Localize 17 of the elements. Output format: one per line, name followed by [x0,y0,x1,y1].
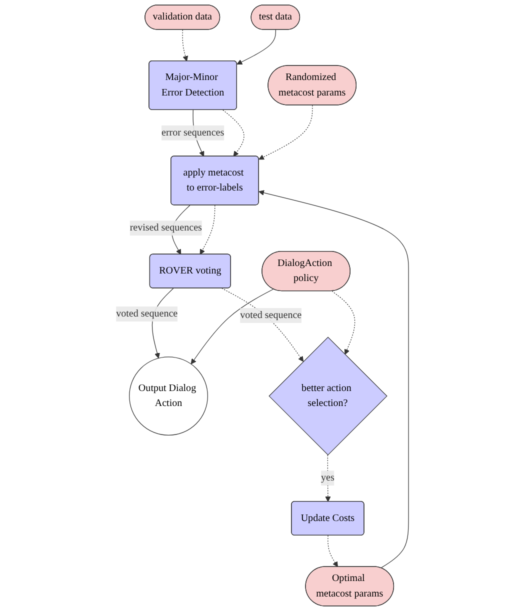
arrow [182,29,188,62]
edge-label: voted sequence [116,308,178,319]
node-circle: Output Dialog Action [128,356,208,436]
arrow [327,535,338,568]
arrow [221,288,304,362]
arrow [331,290,355,355]
arrow [190,288,274,364]
edge-label: revised sequences [129,222,202,234]
edge-label: error sequences [161,127,224,138]
arrow [258,104,312,160]
edge-label: voted sequence [240,310,302,321]
arrow [258,190,409,568]
arrow [199,204,215,255]
node-diamond: better action selection? [268,336,388,456]
arrow [222,110,244,157]
edge-label: yes [320,472,334,484]
arrow [236,29,276,64]
